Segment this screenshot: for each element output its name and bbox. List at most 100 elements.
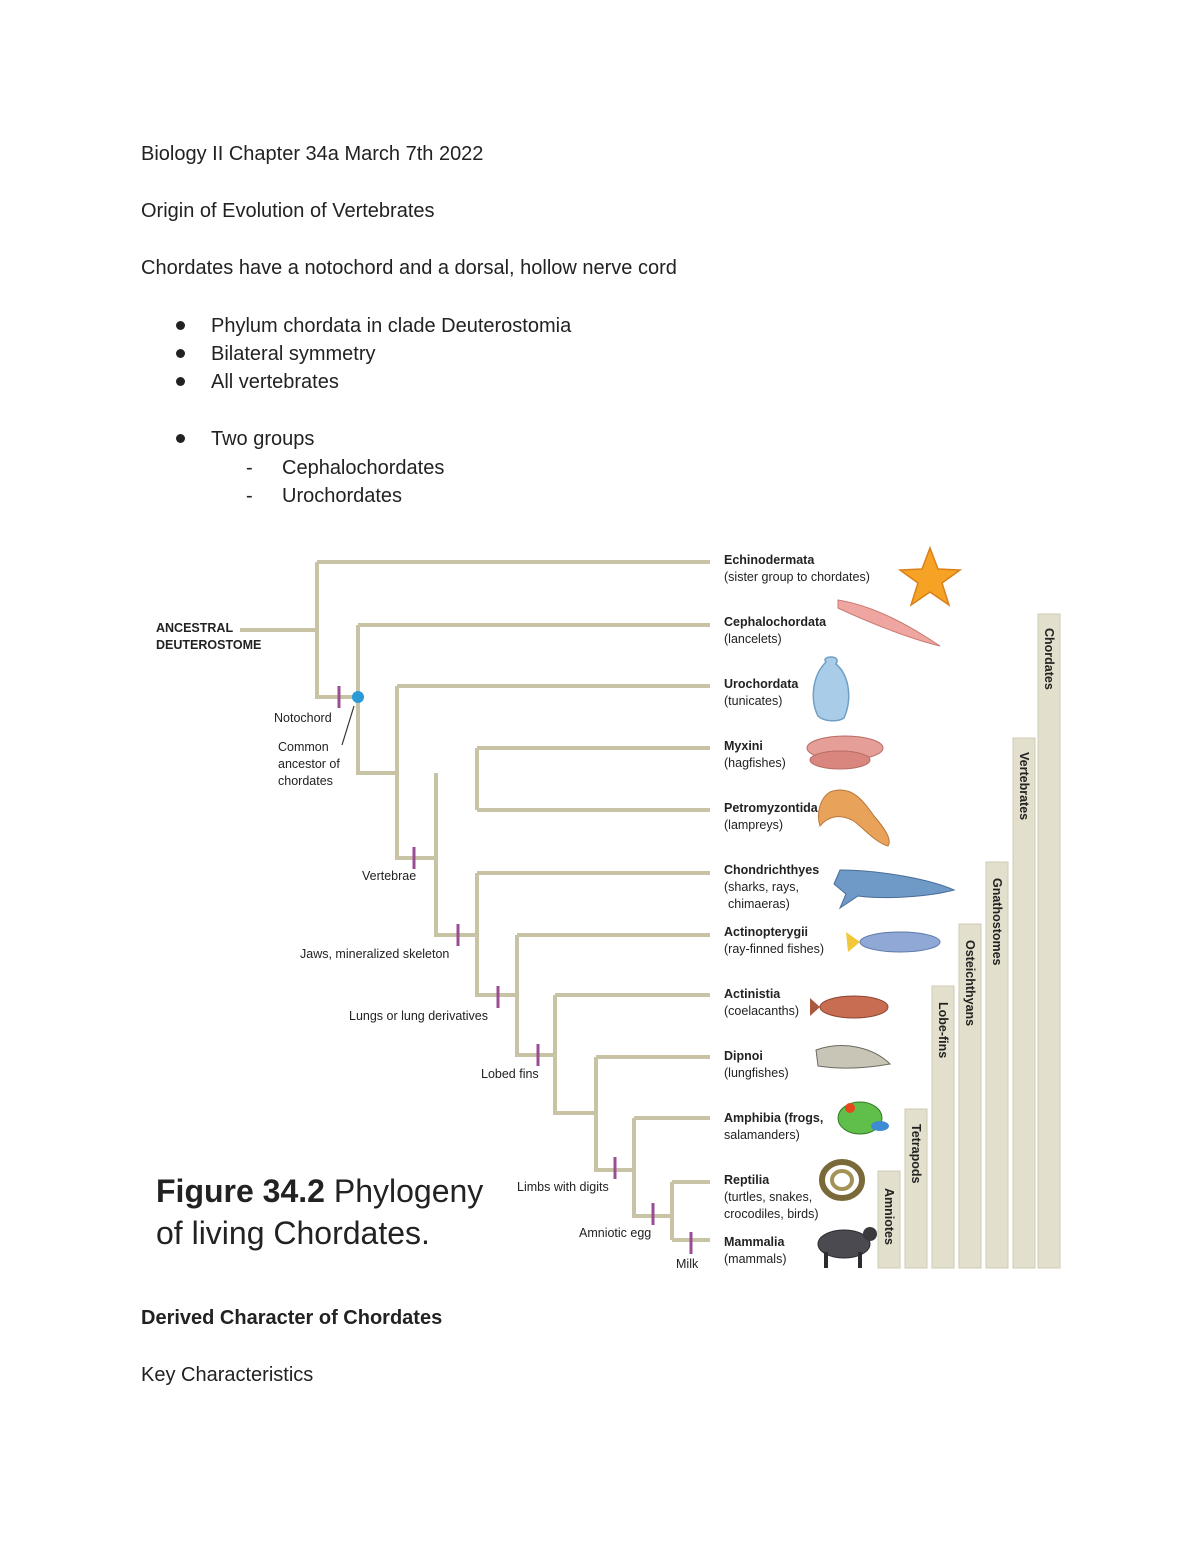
branch-vertebrates-split — [434, 773, 477, 937]
organism-illustrations — [806, 545, 963, 1268]
dash-icon: - — [246, 485, 253, 507]
root-label: DEUTEROSTOME — [156, 638, 261, 652]
branch-urochordata-split — [395, 686, 436, 860]
tunicate-icon — [812, 656, 850, 722]
character-label-notochord: Notochord — [274, 711, 332, 725]
clade-bar-lobe-fins — [931, 985, 955, 1269]
bullet-dot-icon — [176, 349, 185, 359]
taxon-common-name: (sister group to chordates) — [724, 570, 870, 584]
taxon-common-name: (lungfishes) — [724, 1066, 789, 1080]
coelacanth-icon — [810, 995, 889, 1019]
sub-list-item: - Urochordates — [246, 484, 402, 508]
phylogeny-tree: ANCESTRAL DEUTEROSTOME Notochord Common … — [156, 545, 1061, 1271]
taxon-name: Dipnoi — [724, 1049, 763, 1063]
starfish-icon — [897, 545, 963, 607]
bullet-item: All vertebrates — [176, 370, 339, 394]
clade-label-lobe-fins: Lobe-fins — [936, 1002, 950, 1058]
taxon-common-name: (turtles, snakes, — [724, 1190, 812, 1204]
bullet-item: Phylum chordata in clade Deuterostomia — [176, 314, 571, 338]
sub-list-item: - Cephalochordates — [246, 456, 444, 480]
taxon-common-name: crocodiles, birds) — [724, 1207, 818, 1221]
lancelet-icon — [837, 599, 941, 647]
subheading: Key Characteristics — [141, 1364, 314, 1386]
clade-label-amniotes: Amniotes — [882, 1188, 896, 1245]
taxon-common-name: (lampreys) — [724, 818, 783, 832]
taxon-common-name: salamanders) — [724, 1128, 800, 1142]
branch-osteichthyes-split — [515, 935, 555, 1057]
common-ancestor-label: chordates — [278, 774, 333, 788]
lungfish-icon — [815, 1045, 892, 1069]
character-label-jaws: Jaws, mineralized skeleton — [300, 947, 449, 961]
hagfish-icon — [806, 735, 884, 770]
taxon-common-name: chimaeras) — [728, 897, 790, 911]
figure-number: Figure 34.2 — [156, 1173, 325, 1209]
clade-bar-gnathostomes — [985, 861, 1009, 1269]
common-ancestor-label: Common — [278, 740, 329, 754]
common-ancestor-label: ancestor of — [278, 757, 340, 771]
intro-sentence: Chordates have a notochord and a dorsal,… — [141, 257, 677, 279]
taxon-name: Reptilia — [724, 1173, 770, 1187]
taxon-common-name: (tunicates) — [724, 694, 782, 708]
bullet-item: Bilateral symmetry — [176, 342, 375, 366]
taxon-name: Chondrichthyes — [724, 863, 819, 877]
snake-icon — [819, 1159, 865, 1201]
bullet-text: Phylum chordata in clade Deuterostomia — [211, 315, 572, 337]
character-label-lungs: Lungs or lung derivatives — [349, 1009, 488, 1023]
clade-bar-vertebrates — [1012, 737, 1036, 1269]
branch-echinodermata-split — [315, 562, 358, 699]
character-label-vertebrae: Vertebrae — [362, 869, 416, 883]
taxon-name: Cephalochordata — [724, 615, 827, 629]
shark-icon — [833, 869, 956, 910]
taxon-name: Echinodermata — [724, 553, 815, 567]
section-heading: Origin of Evolution of Vertebrates — [141, 200, 435, 222]
taxon-common-name: (coelacanths) — [724, 1004, 799, 1018]
taxon-name: Petromyzontida — [724, 801, 819, 815]
character-label-limbs: Limbs with digits — [517, 1180, 609, 1194]
root-label: ANCESTRAL — [156, 621, 233, 635]
tree-branches — [240, 560, 710, 1242]
taxon-common-name: (sharks, rays, — [724, 880, 799, 894]
branch-chordates-split — [356, 625, 397, 775]
bullet-dot-icon — [176, 434, 185, 444]
bullet-text: Two groups — [211, 428, 315, 450]
taxon-common-name: (mammals) — [724, 1252, 787, 1266]
clade-bars — [877, 613, 1061, 1269]
sub-list-text: Cephalochordates — [282, 457, 445, 479]
lamprey-icon — [817, 789, 890, 847]
sub-list-text: Urochordates — [282, 485, 403, 507]
taxon-name: Myxini — [724, 739, 763, 753]
common-ancestor-dot — [352, 691, 364, 703]
figure-caption-text: of living Chordates. — [156, 1215, 430, 1251]
branch-tetrapods-split — [632, 1118, 672, 1218]
branch-dipnoi-split — [594, 1057, 634, 1172]
wildebeest-icon — [817, 1227, 877, 1268]
character-label-milk: Milk — [676, 1257, 699, 1271]
taxon-name: Actinopterygii — [724, 925, 808, 939]
clade-bar-amniotes — [877, 1170, 901, 1269]
dash-icon: - — [246, 457, 253, 479]
clade-label-vertebrates: Vertebrates — [1017, 752, 1031, 820]
ray-finned-fish-icon — [846, 931, 941, 953]
figure-caption: Figure 34.2 Phylogeny of living Chordate… — [156, 1170, 483, 1254]
bullet-text: All vertebrates — [211, 371, 339, 393]
branch-lobefins-split — [553, 995, 596, 1115]
taxon-common-name: (ray-finned fishes) — [724, 942, 824, 956]
taxon-name: Mammalia — [724, 1235, 785, 1249]
bullet-dot-icon — [176, 377, 185, 387]
common-ancestor-pointer — [341, 705, 355, 746]
taxon-common-name: (hagfishes) — [724, 756, 786, 770]
document-title: Biology II Chapter 34a March 7th 2022 — [141, 143, 484, 165]
clade-label-chordates: Chordates — [1042, 628, 1056, 690]
character-label-lobed-fins: Lobed fins — [481, 1067, 539, 1081]
bullet-dot-icon — [176, 321, 185, 331]
character-label-amniotic-egg: Amniotic egg — [579, 1226, 651, 1240]
taxon-name: Actinistia — [724, 987, 781, 1001]
taxon-common-name: (lancelets) — [724, 632, 782, 646]
clade-label-tetrapods: Tetrapods — [909, 1124, 923, 1184]
bullet-text: Bilateral symmetry — [211, 343, 376, 365]
taxon-name: Urochordata — [724, 677, 799, 691]
bold-heading: Derived Character of Chordates — [141, 1307, 443, 1329]
figure-caption-text: Phylogeny — [333, 1173, 484, 1209]
clade-bar-chordates — [1037, 613, 1061, 1269]
bullet-item: Two groups — [176, 427, 314, 451]
